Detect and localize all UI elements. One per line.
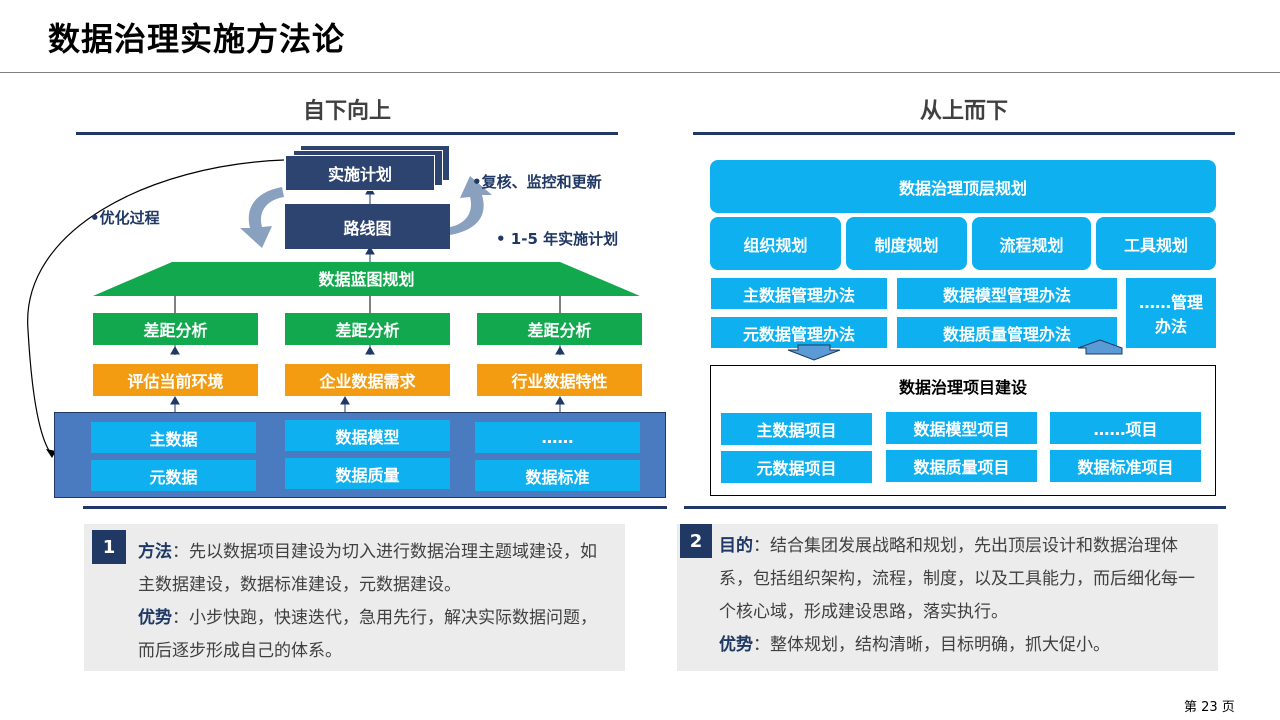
method-metadata: 元数据管理办法 xyxy=(711,317,887,348)
left-heading: 自下向上 xyxy=(302,99,391,124)
note1-label1: 方法 xyxy=(138,542,172,562)
annot-optimize: •优化过程 xyxy=(90,209,160,227)
project-data-standard: 数据标准项目 xyxy=(1050,450,1201,482)
right-bottom-rule xyxy=(684,506,1226,509)
optimize-loop-arrow xyxy=(27,159,285,456)
note1-number: 1 xyxy=(92,530,126,564)
method-more: ……管理办法 xyxy=(1126,278,1216,348)
base-master-data: 主数据 xyxy=(91,422,256,453)
right-heading: 从上而下 xyxy=(919,99,1008,124)
note2-text: 目的：结合集团发展战略和规划，先出顶层设计和数据治理体系，包括组织架构，流程，制… xyxy=(719,530,1211,662)
base-data-quality: 数据质量 xyxy=(285,458,450,489)
method-master-data: 主数据管理办法 xyxy=(711,278,887,309)
method-data-model: 数据模型管理办法 xyxy=(897,278,1117,309)
annot-review: •复核、监控和更新 xyxy=(472,173,602,191)
gap-analysis-3: 差距分析 xyxy=(477,313,642,345)
plan-process: 流程规划 xyxy=(972,217,1091,270)
project-more: ……项目 xyxy=(1050,412,1201,444)
plan-policy: 制度规划 xyxy=(846,217,967,270)
annot-years: • 1-5 年实施计划 xyxy=(496,230,619,248)
note1-label2: 优势 xyxy=(138,608,172,628)
blueprint-label: 数据蓝图规划 xyxy=(318,270,415,289)
top-level-plan: 数据治理顶层规划 xyxy=(710,160,1216,213)
optimize-loop-arrowhead xyxy=(46,449,56,458)
note2-number: 2 xyxy=(680,524,712,558)
title-divider xyxy=(0,72,1280,73)
project-data-quality: 数据质量项目 xyxy=(886,450,1037,482)
note2-text2: ：整体规划，结构清晰，目标明确，抓大促小。 xyxy=(753,635,1110,655)
right-heading-rule xyxy=(693,132,1235,135)
plan-org: 组织规划 xyxy=(710,217,841,270)
arrow-up-icon xyxy=(1077,339,1123,355)
gap-analysis-2: 差距分析 xyxy=(285,313,450,345)
note-method xyxy=(84,524,625,671)
note2-label2: 优势 xyxy=(719,635,753,655)
note2-label1: 目的 xyxy=(719,536,753,556)
gap-analysis-1: 差距分析 xyxy=(93,313,258,345)
project-master-data: 主数据项目 xyxy=(721,413,872,445)
note1-text1: ：先以数据项目建设为切入进行数据治理主题域建设，如主数据建设，数据标准建设，元数… xyxy=(138,542,597,595)
base-data-model: 数据模型 xyxy=(285,420,450,451)
left-bottom-rule xyxy=(83,506,667,509)
project-data-model: 数据模型项目 xyxy=(886,412,1037,444)
plan-doc: 实施计划 xyxy=(285,155,435,191)
base-metadata: 元数据 xyxy=(91,460,256,491)
roadmap-box: 路线图 xyxy=(285,204,450,249)
page-number: 第 23 页 xyxy=(1184,700,1235,715)
base-more: …… xyxy=(475,422,640,453)
arrow-down-icon xyxy=(787,344,841,361)
project-panel-title: 数据治理项目建设 xyxy=(898,378,1027,397)
note2-text1: ：结合集团发展战略和规划，先出顶层设计和数据治理体系，包括组织架构，流程，制度，… xyxy=(719,536,1195,622)
page-title: 数据治理实施方法论 xyxy=(48,20,346,58)
assess-enterprise-needs: 企业数据需求 xyxy=(285,364,450,396)
note1-text: 方法：先以数据项目建设为切入进行数据治理主题域建设，如主数据建设，数据标准建设，… xyxy=(138,536,598,668)
note-goal xyxy=(677,524,1218,671)
assess-industry-traits: 行业数据特性 xyxy=(477,364,642,396)
project-metadata: 元数据项目 xyxy=(721,451,872,483)
blueprint-shape xyxy=(93,262,640,296)
left-heading-rule xyxy=(76,132,618,135)
cycle-arrow-left xyxy=(240,187,284,248)
note1-text2: ：小步快跑，快速迭代，急用先行，解决实际数据问题，而后逐步形成自己的体系。 xyxy=(138,608,597,661)
base-data-standard: 数据标准 xyxy=(475,460,640,491)
assess-current-env: 评估当前环境 xyxy=(93,364,258,396)
method-data-quality: 数据质量管理办法 xyxy=(897,317,1117,348)
plan-tools: 工具规划 xyxy=(1096,217,1216,270)
cycle-arrow-right xyxy=(450,176,492,235)
